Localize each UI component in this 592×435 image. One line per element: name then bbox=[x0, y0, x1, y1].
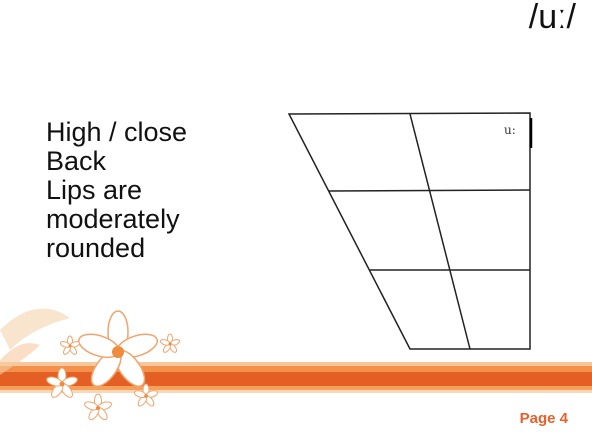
flower-decoration-icon bbox=[0, 308, 181, 421]
description-line: rounded bbox=[46, 233, 146, 263]
quadrilateral-outline bbox=[287, 112, 531, 350]
grid-line bbox=[409, 113, 471, 350]
vowel-symbol-label: u: bbox=[504, 123, 516, 137]
orange-band bbox=[0, 362, 592, 393]
description-line: moderately bbox=[46, 204, 180, 234]
description-line: Lips are bbox=[46, 175, 143, 205]
description-line: High / close bbox=[46, 117, 188, 147]
page-number: Page 4 bbox=[519, 410, 568, 427]
description-line: Back bbox=[46, 146, 107, 176]
slide-title-symbol: /uː/ bbox=[528, 0, 576, 36]
vowel-quadrilateral bbox=[287, 112, 533, 350]
description-text: High / close Back Lips are moderately ro… bbox=[46, 118, 187, 263]
